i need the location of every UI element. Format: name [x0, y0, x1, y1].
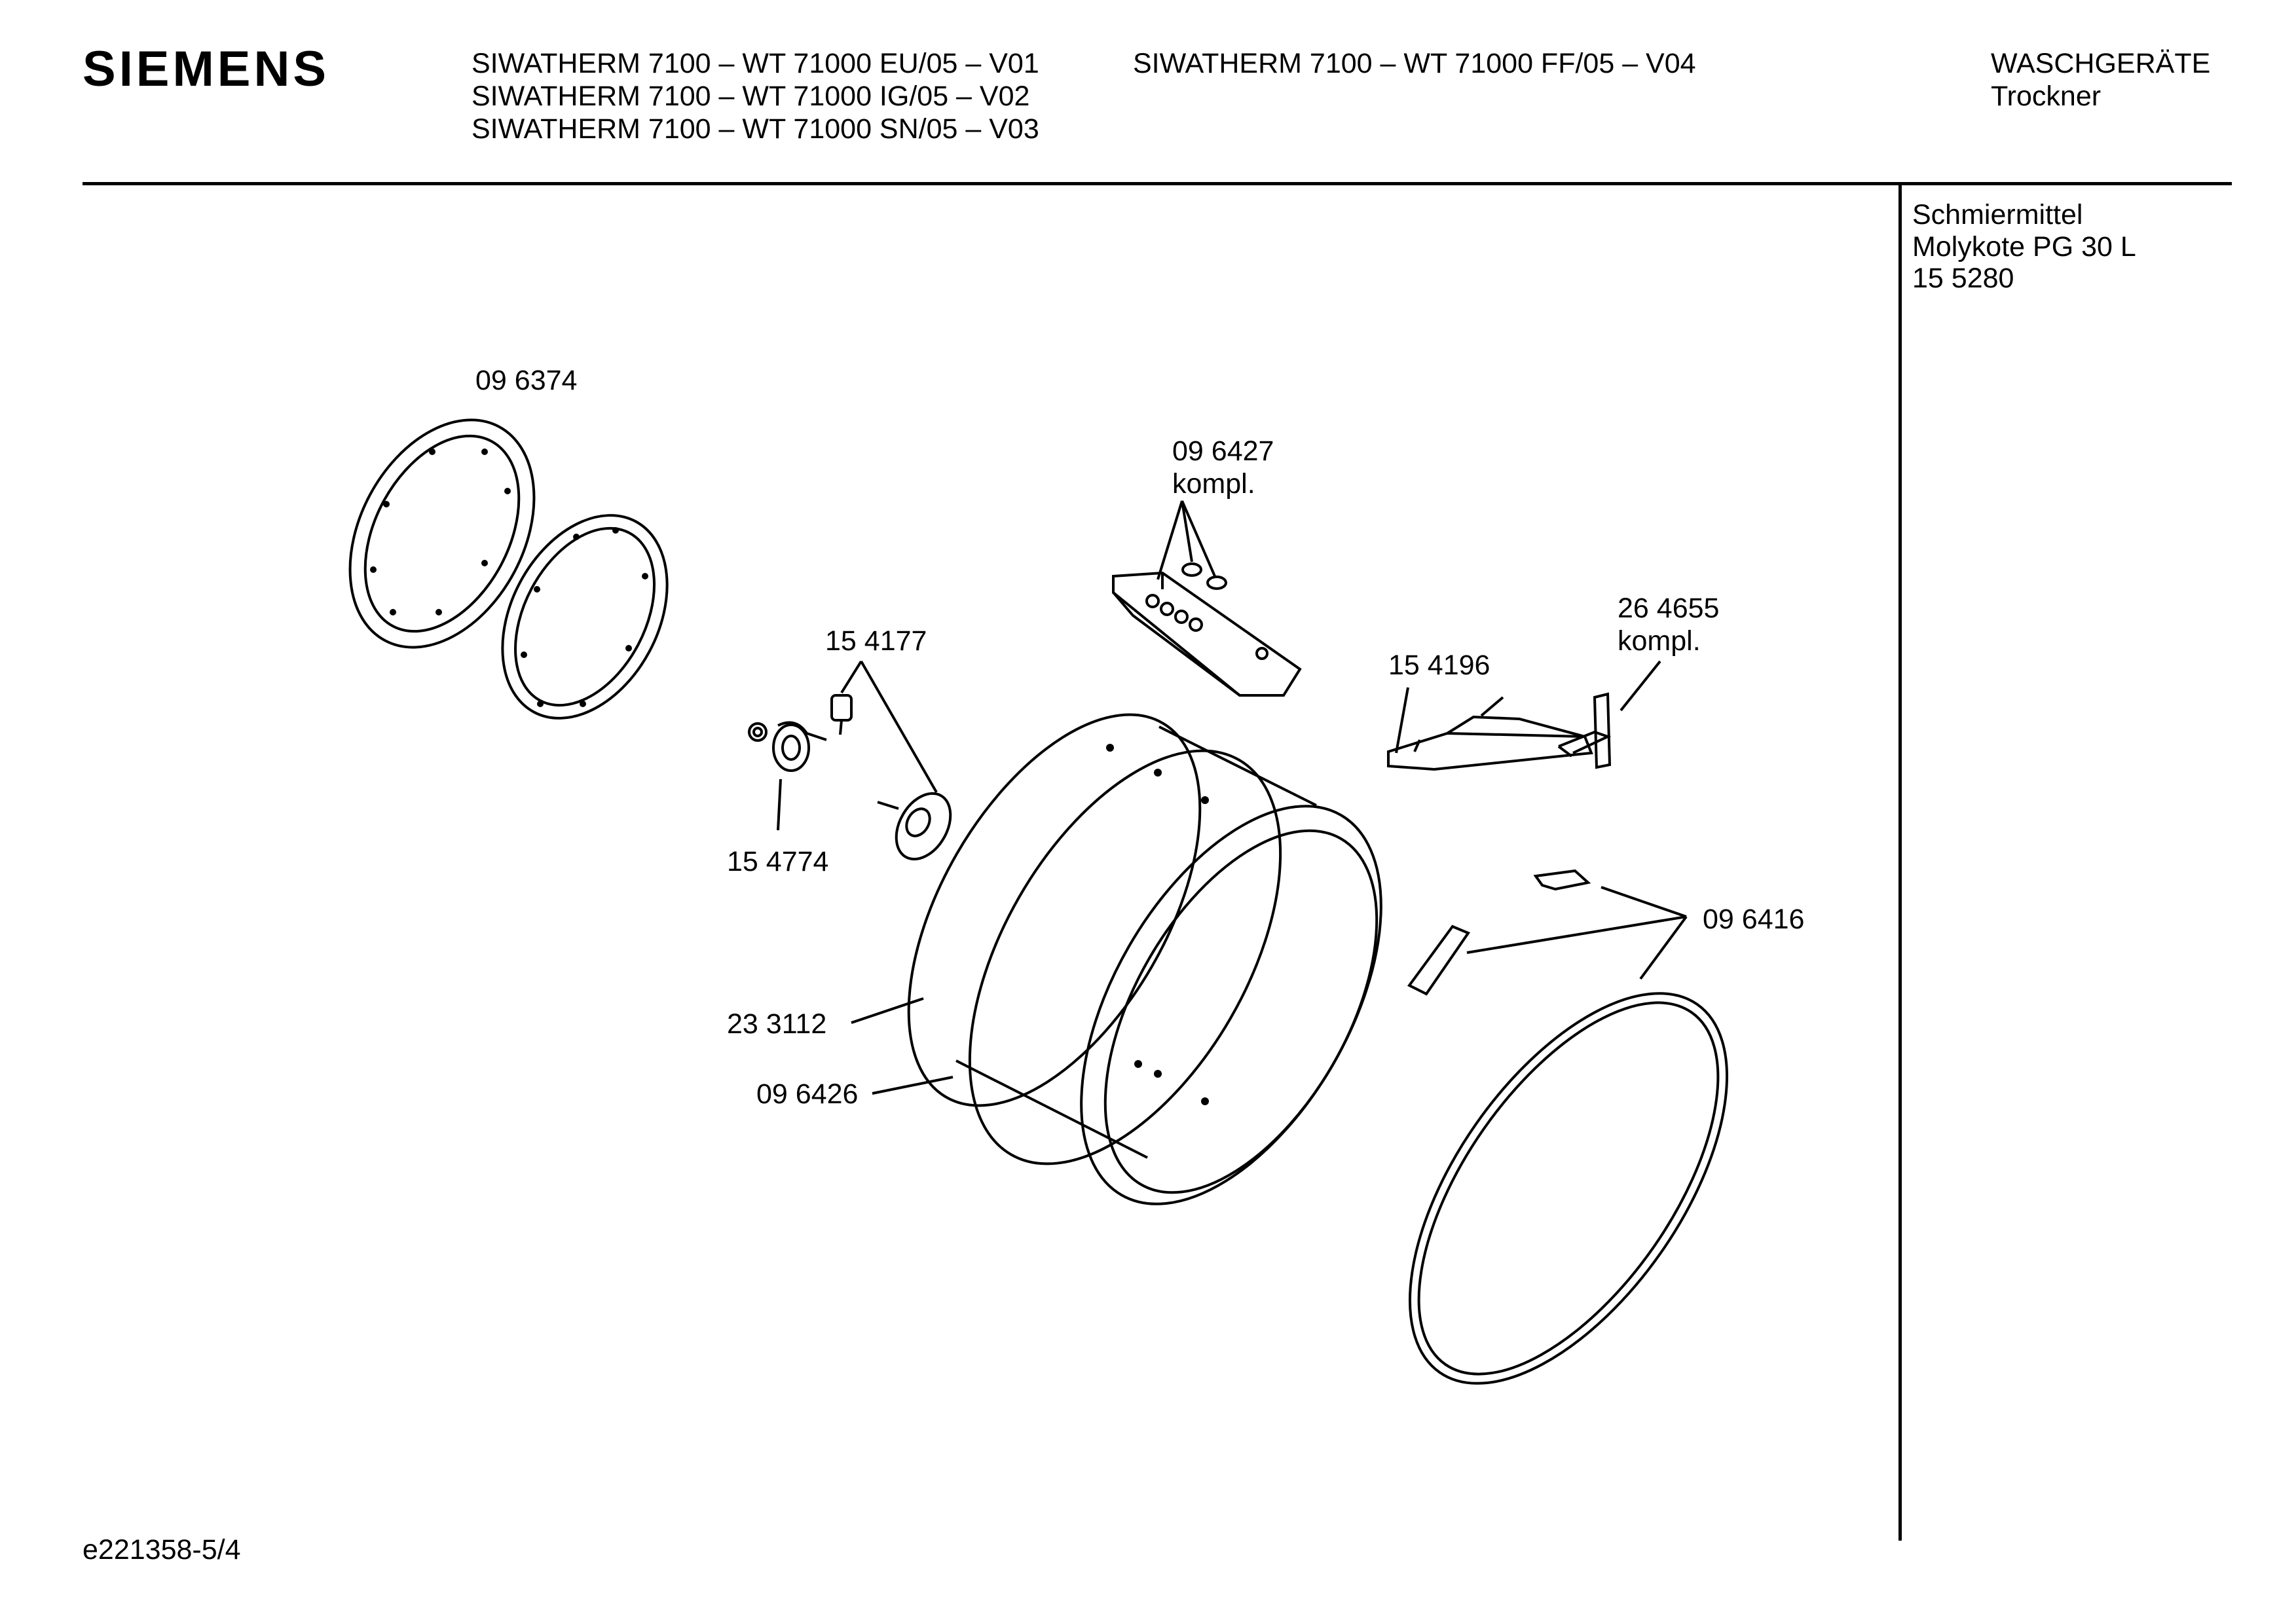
- subcategory-label: Trockner: [1991, 81, 2102, 112]
- sidebar-divider: [1898, 185, 1902, 1541]
- document-id: e221358-5/4: [83, 1534, 241, 1566]
- header-divider: [83, 182, 2232, 185]
- label-264655-kompl: kompl.: [1618, 625, 1701, 657]
- front-seal-ring: [1409, 992, 1728, 1385]
- drum-seal-ring: [968, 749, 1282, 1165]
- model-line-v04: SIWATHERM 7100 – WT 71000 FF/05 – V04: [1133, 48, 1696, 79]
- bearing-nut: [748, 722, 768, 742]
- seal-clip-lower: [1407, 925, 1471, 996]
- gasket-ring: [501, 514, 669, 720]
- siemens-logo: SIEMENS: [83, 41, 330, 97]
- lubricant-name: Molykote PG 30 L: [1912, 231, 2136, 263]
- model-line-v03: SIWATHERM 7100 – WT 71000 SN/05 – V03: [472, 113, 1039, 145]
- lubricant-part-number: 15 5280: [1912, 263, 2014, 294]
- exploded-parts-diagram: 09 6374 09 6427 kompl. 15 4177 15 4774 1…: [348, 365, 1804, 1385]
- flange-ring-outer: [348, 418, 536, 649]
- sensor-bracket: [1112, 562, 1302, 697]
- sensor-holder: [1387, 696, 1593, 771]
- bearing-bolt: [830, 694, 853, 735]
- lubricant-title: Schmiermittel: [1912, 199, 2083, 230]
- model-line-v01: SIWATHERM 7100 – WT 71000 EU/05 – V01: [472, 48, 1039, 79]
- label-264655: 26 4655: [1618, 593, 1719, 624]
- label-096427-kompl: kompl.: [1172, 468, 1255, 500]
- label-154774: 15 4774: [727, 846, 828, 877]
- model-line-v02: SIWATHERM 7100 – WT 71000 IG/05 – V02: [472, 81, 1030, 112]
- mounting-bracket: [1557, 692, 1612, 769]
- category-label: WASCHGERÄTE: [1991, 48, 2211, 79]
- bearing-hub: [877, 792, 952, 861]
- seal-clip-upper: [1533, 869, 1591, 891]
- label-096427: 09 6427: [1172, 435, 1274, 467]
- label-096426: 09 6426: [756, 1078, 858, 1110]
- label-096416: 09 6416: [1703, 904, 1804, 935]
- label-154196: 15 4196: [1388, 650, 1490, 681]
- drum: [907, 713, 1382, 1205]
- bearing-clip: [772, 721, 827, 772]
- label-096374: 09 6374: [475, 365, 577, 396]
- label-233112: 23 3112: [727, 1008, 826, 1040]
- label-154177: 15 4177: [825, 625, 927, 657]
